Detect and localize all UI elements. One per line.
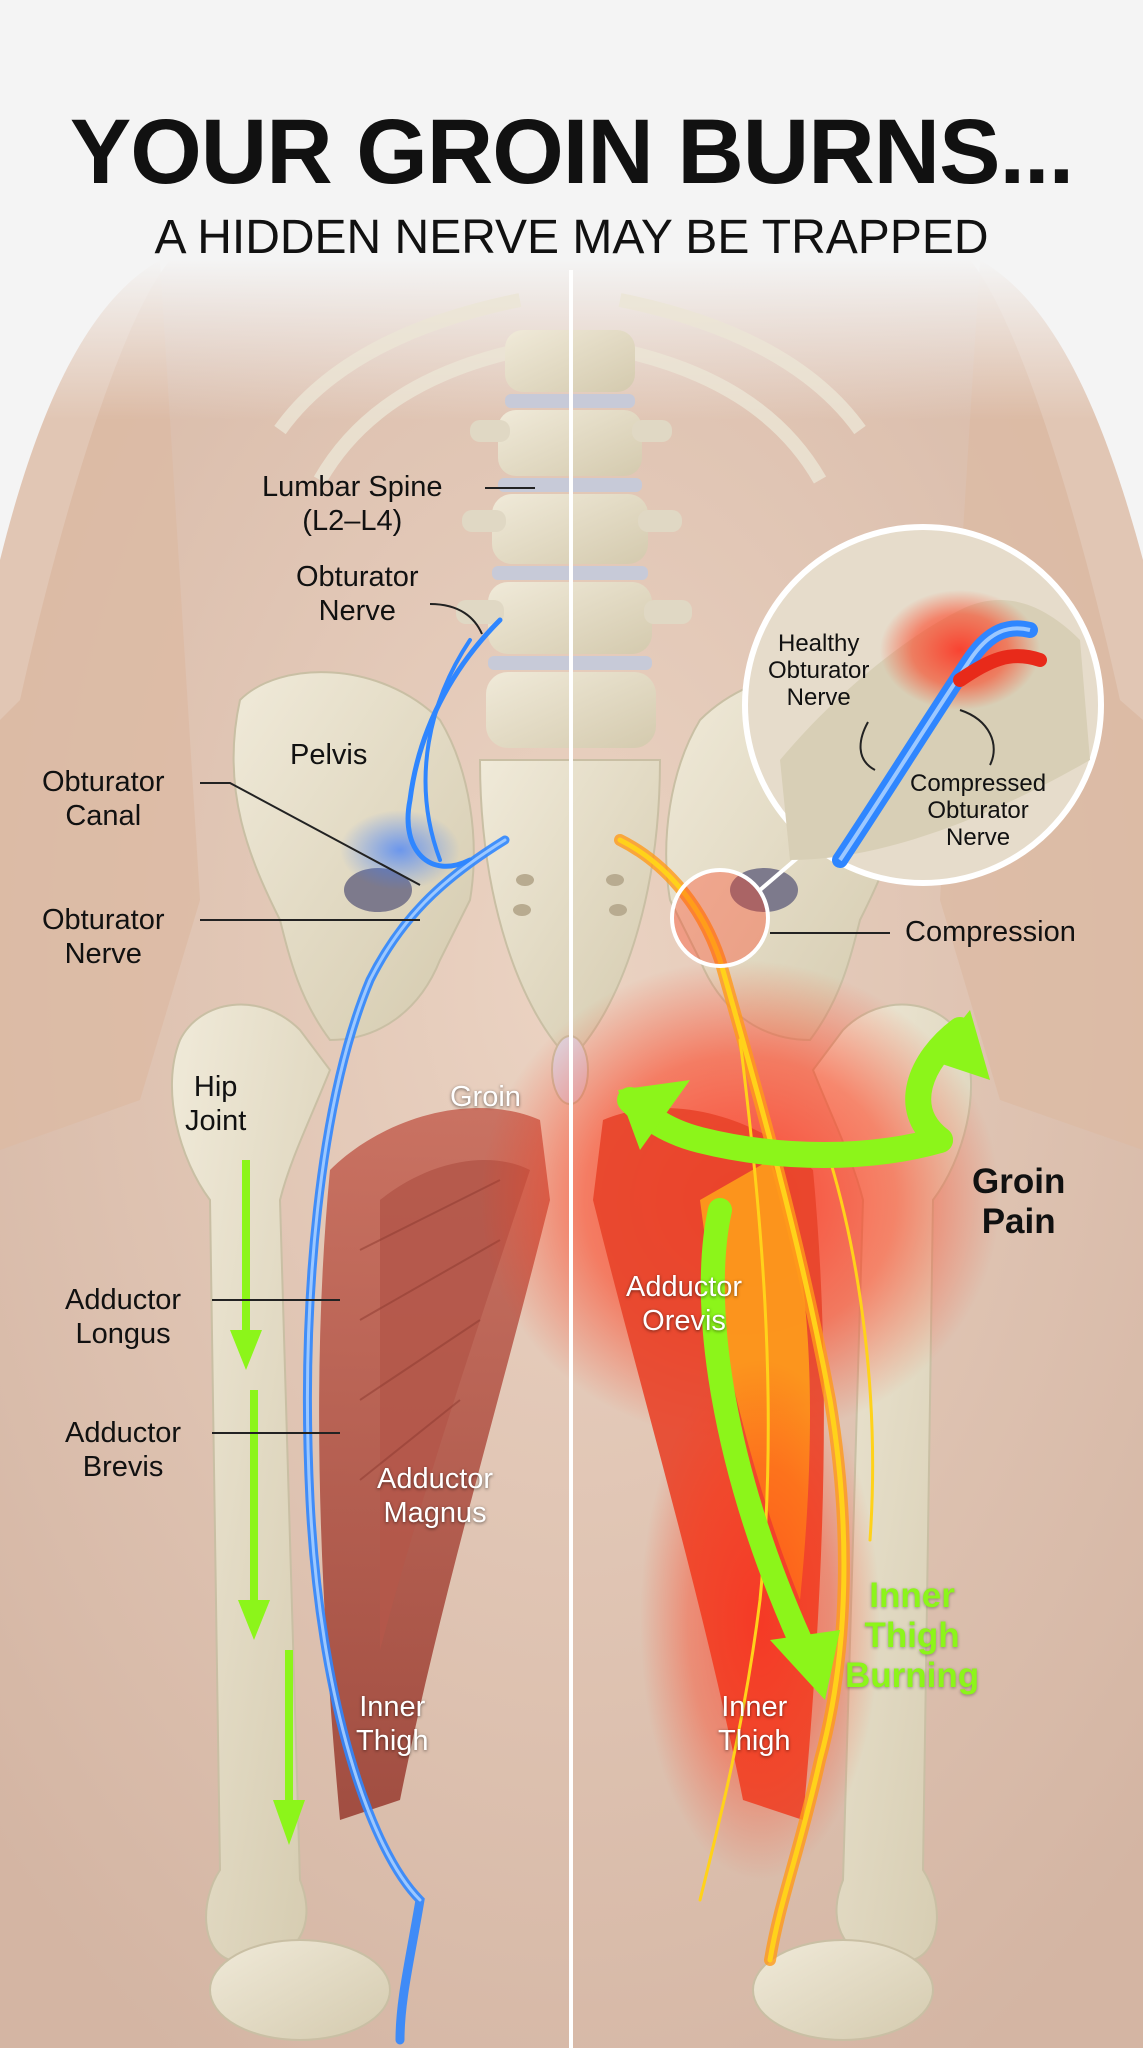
inflamed-obturator-nerve bbox=[614, 834, 875, 1966]
right-green-arrowheads bbox=[618, 1010, 990, 1700]
rib-cage bbox=[274, 293, 866, 484]
zoom-inset bbox=[742, 524, 1104, 886]
label-compression: Compression bbox=[905, 916, 1076, 948]
left-green-arrows bbox=[230, 1160, 305, 1845]
healthy-obturator-nerve bbox=[303, 617, 510, 2045]
label-pelvis: Pelvis bbox=[290, 739, 368, 771]
label-lumbar-spine: Lumbar Spine(L2–L4) bbox=[262, 471, 443, 537]
leader-lines bbox=[200, 487, 535, 1434]
page-title: YOUR GROIN BURNS... bbox=[69, 101, 1074, 203]
page-subtitle: A HIDDEN NERVE MAY BE TRAPPED bbox=[154, 211, 989, 264]
label-groin: Groin bbox=[450, 1081, 521, 1113]
left-adductor-muscles bbox=[319, 1108, 550, 1820]
